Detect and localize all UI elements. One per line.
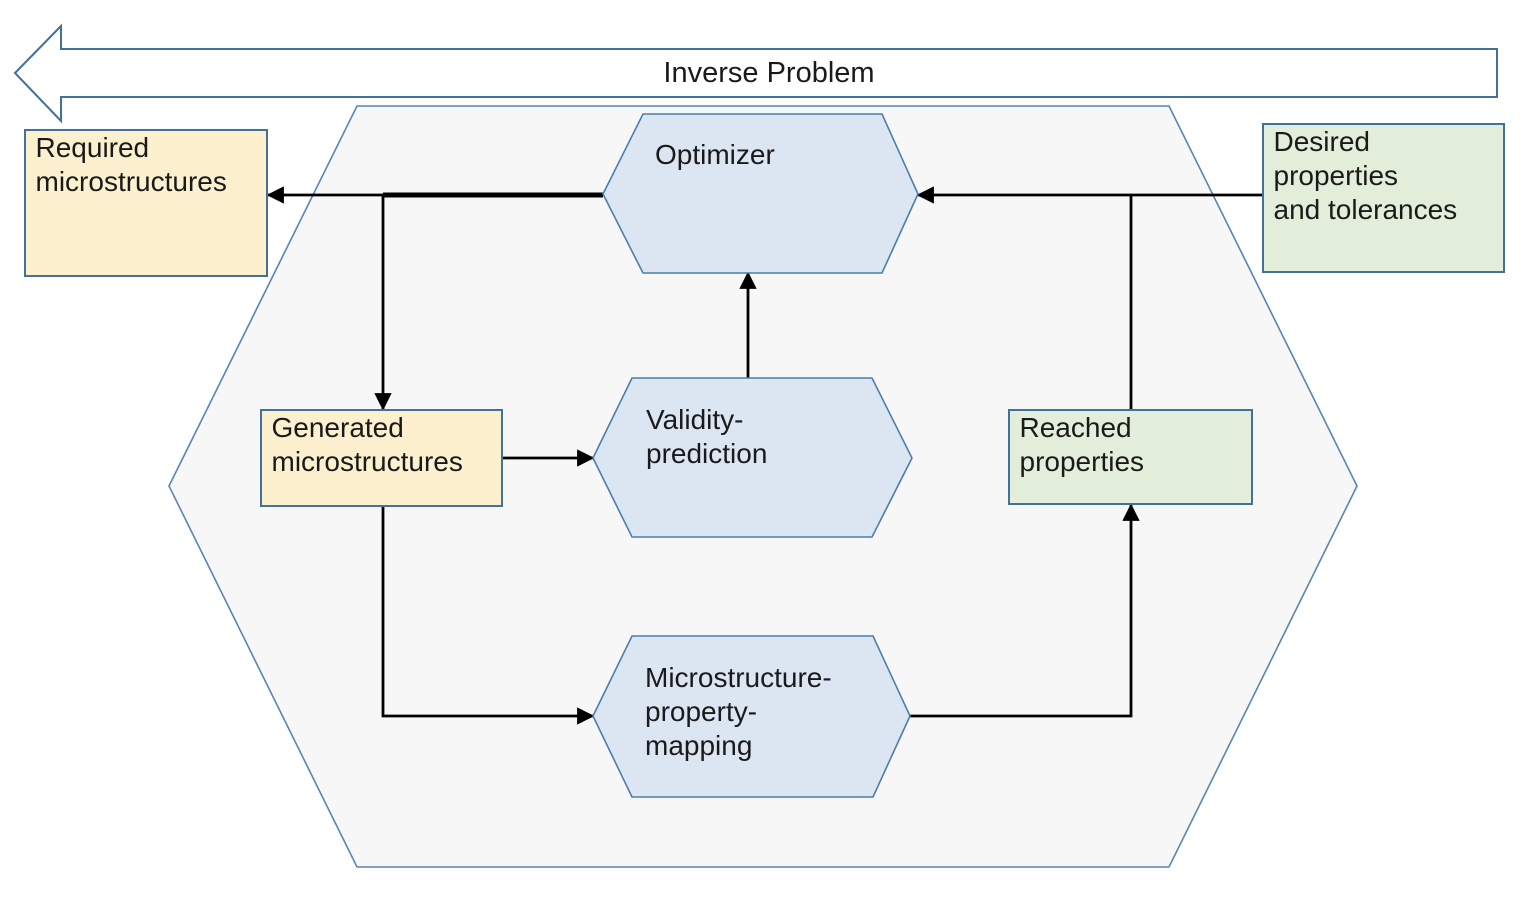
node-microstructure-property-mapping-label: Microstructure- property- mapping [645,662,832,761]
conn-generated-to-mapping [381,507,595,725]
node-optimizer-label: Optimizer [655,139,775,170]
inverse-problem-title: Inverse Problem [663,57,875,89]
inverse-problem-arrow [13,23,1498,124]
node-optimizer-shape [602,113,919,274]
node-microstructure-property-mapping-shape [592,635,911,798]
node-desired-properties: Desired properties and tolerances [1262,123,1505,273]
node-validity-prediction-shape [592,377,913,538]
node-reached-properties: Reached properties [1008,409,1253,505]
node-validity-prediction-label: Validity- prediction [646,404,768,469]
node-required-microstructures: Required microstructures [24,129,268,277]
node-generated-microstructures: Generated microstructures [260,409,503,507]
conn-mapping-to-reached [908,503,1140,718]
